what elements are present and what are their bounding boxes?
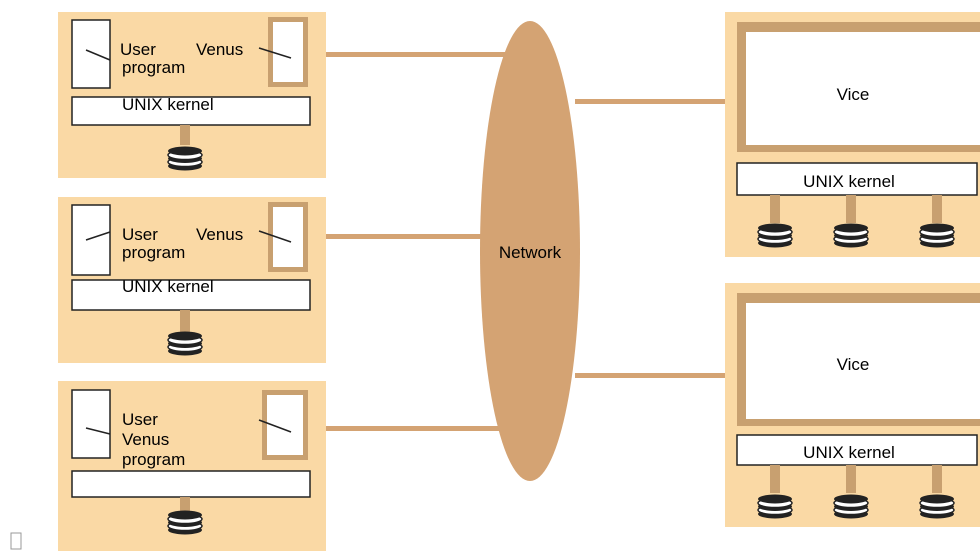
link-client-3	[310, 426, 500, 431]
venus-label: Venus	[196, 225, 243, 244]
network-label: Network	[499, 243, 562, 262]
user-program-box	[71, 204, 111, 276]
unix-kernel-label: UNIX kernel	[122, 277, 214, 296]
client-workstation-3: User Venus program	[58, 381, 326, 551]
disk-icon	[167, 145, 203, 172]
unix-kernel-box	[71, 96, 311, 126]
network-ellipse	[480, 21, 580, 481]
venus-label: Venus	[122, 430, 169, 449]
user-label: User	[122, 410, 158, 429]
link-client-2	[310, 234, 490, 239]
link-client-1	[310, 52, 510, 57]
link-server-2	[575, 373, 735, 378]
client-workstation-1: User Venus program UNIX kernel	[58, 12, 326, 178]
disk-icon	[167, 509, 203, 536]
unix-kernel-box	[736, 434, 978, 466]
program-label: program	[122, 58, 185, 77]
venus-label: Venus	[196, 40, 243, 59]
vice-server-1: Vice UNIX kernel	[725, 12, 980, 257]
program-label: program	[122, 243, 185, 262]
network-links	[310, 52, 735, 431]
disk-icon	[757, 493, 793, 520]
vice-server-2: Vice UNIX kernel	[725, 283, 980, 527]
vice-label: Vice	[837, 85, 870, 104]
user-label: User	[120, 40, 156, 59]
unix-kernel-box	[736, 162, 978, 196]
unix-kernel-box	[71, 470, 311, 498]
user-program-box	[71, 389, 111, 459]
user-label: User	[122, 225, 158, 244]
unix-kernel-label: UNIX kernel	[803, 172, 895, 191]
client-workstation-2: User Venus program UNIX kernel	[58, 197, 326, 363]
disk-icon	[167, 330, 203, 357]
network: Network	[480, 21, 580, 481]
vice-box	[746, 32, 980, 145]
disk-icon	[919, 222, 955, 249]
venus-box	[273, 22, 303, 82]
user-program-box	[71, 19, 111, 89]
placeholder-box-icon	[10, 532, 22, 550]
disk-icon	[833, 493, 869, 520]
unix-kernel-label: UNIX kernel	[122, 95, 214, 114]
disk-icon	[833, 222, 869, 249]
unix-kernel-label: UNIX kernel	[803, 443, 895, 462]
unix-kernel-box	[71, 279, 311, 311]
program-label: program	[122, 450, 185, 469]
link-server-1	[575, 99, 735, 104]
disk-icon	[919, 493, 955, 520]
disk-icon	[757, 222, 793, 249]
vice-label: Vice	[837, 355, 870, 374]
vice-box	[746, 303, 980, 419]
